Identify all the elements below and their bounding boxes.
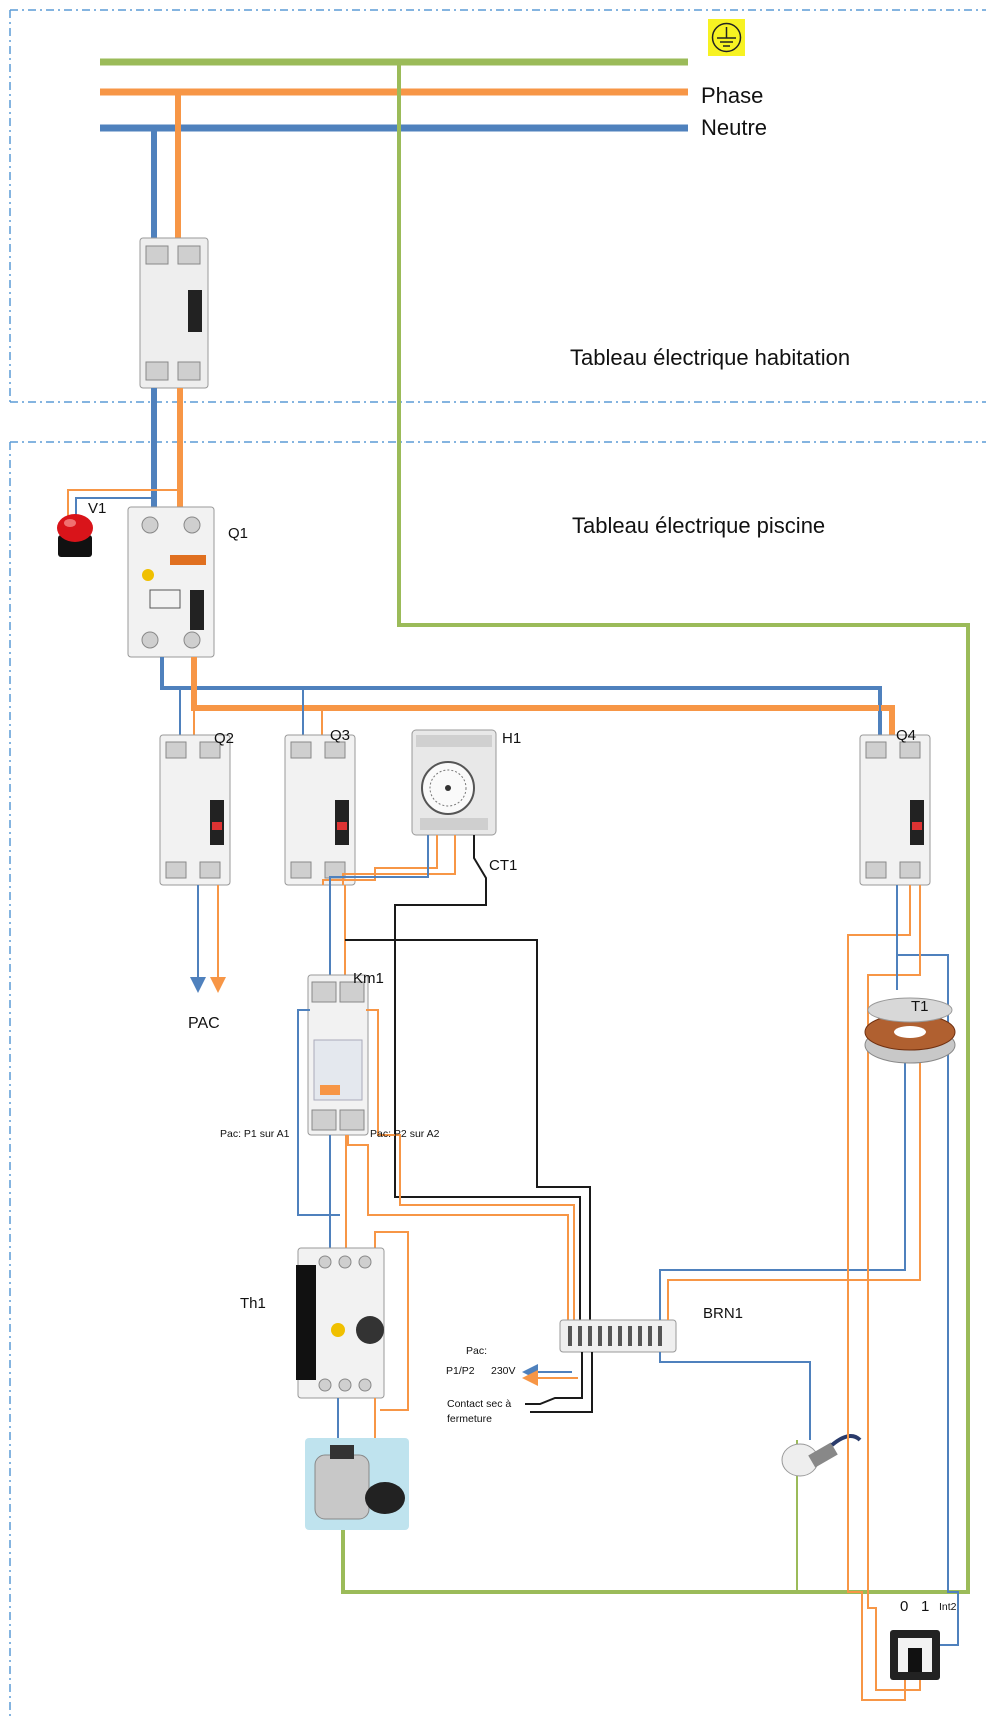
brn1-to-lamp-blue xyxy=(659,1352,811,1440)
switch-position-0: 0 xyxy=(900,1598,909,1615)
pool-lamp xyxy=(781,1434,862,1477)
pac-p1p2-label: P1/P2 xyxy=(446,1365,475,1377)
h1-wire-orange-b xyxy=(342,835,456,885)
q3-label: Q3 xyxy=(330,727,351,744)
km1-label: Km1 xyxy=(353,970,384,987)
q4-breaker xyxy=(859,734,931,886)
km1-contactor xyxy=(307,974,369,1136)
brn1-t1-blue xyxy=(659,1005,906,1320)
h1-timer xyxy=(411,729,497,836)
contact-sec-line2: fermeture xyxy=(447,1413,492,1425)
km1-aux-orange xyxy=(347,1135,569,1322)
earth-main-wire xyxy=(341,62,970,1594)
q1-label: Q1 xyxy=(228,525,249,542)
pac-a1-label: Pac: P1 sur A1 xyxy=(220,1128,290,1140)
neutre-distribution xyxy=(160,657,882,735)
neutre-label: Neutre xyxy=(701,115,768,140)
pac-a2-label: Pac: P2 sur A2 xyxy=(370,1128,440,1140)
panel-habitation-title: Tableau électrique habitation xyxy=(570,345,851,370)
phase-label: Phase xyxy=(701,83,764,108)
q4-label: Q4 xyxy=(896,727,917,744)
km1-coil-blue xyxy=(297,1009,340,1216)
km1-coil-orange xyxy=(366,1009,575,1322)
h1-label: H1 xyxy=(502,730,522,747)
q4-to-t1-orange xyxy=(867,885,921,1640)
contact-sec-line1: Contact sec à xyxy=(447,1398,512,1410)
panel-frame-habitation xyxy=(9,9,986,403)
q3-breaker xyxy=(284,734,356,886)
th1-label: Th1 xyxy=(240,1295,266,1312)
phase-distribution xyxy=(191,657,895,735)
q2-breaker xyxy=(159,734,231,886)
ct1-contact xyxy=(394,835,487,935)
h1-wire-blue xyxy=(329,835,429,885)
t1-transformer xyxy=(864,997,956,1064)
ct1-label: CT1 xyxy=(489,857,518,874)
panel-frame-piscine xyxy=(9,441,986,1717)
pac-output-label: PAC xyxy=(188,1015,220,1032)
brn1-terminal-block xyxy=(559,1319,677,1353)
int2-label: Int2 xyxy=(939,1601,957,1613)
filter-pump xyxy=(305,1438,409,1530)
t1-label: T1 xyxy=(911,998,929,1015)
switch-position-1: 1 xyxy=(921,1598,930,1615)
brn1-t1-orange xyxy=(667,1005,921,1320)
pac-p-label: Pac: xyxy=(466,1345,488,1357)
th1-aux-orange xyxy=(374,1231,409,1411)
th1-motor-protector xyxy=(296,1247,385,1399)
habitation-breaker xyxy=(139,237,209,389)
q2-label: Q2 xyxy=(214,730,235,747)
v1-label: V1 xyxy=(88,500,107,517)
contact-sec-wires xyxy=(525,1352,583,1405)
int2-out-orange-2 xyxy=(875,1640,921,1691)
int2-rotary-switch xyxy=(890,1630,940,1680)
ct1-to-brn1-black xyxy=(394,935,581,1322)
q4-to-switch-orange xyxy=(847,885,911,1640)
earth-symbol-icon xyxy=(708,19,745,56)
contact-sec-wires-2 xyxy=(530,1352,593,1413)
panel-piscine-title: Tableau électrique piscine xyxy=(572,513,826,538)
brn1-label: BRN1 xyxy=(703,1305,744,1322)
pac-230v-label: 230V xyxy=(491,1365,516,1377)
v1-indicator-lamp xyxy=(57,514,93,557)
km1-control-black xyxy=(345,939,591,1322)
q1-differential-breaker xyxy=(127,506,215,658)
